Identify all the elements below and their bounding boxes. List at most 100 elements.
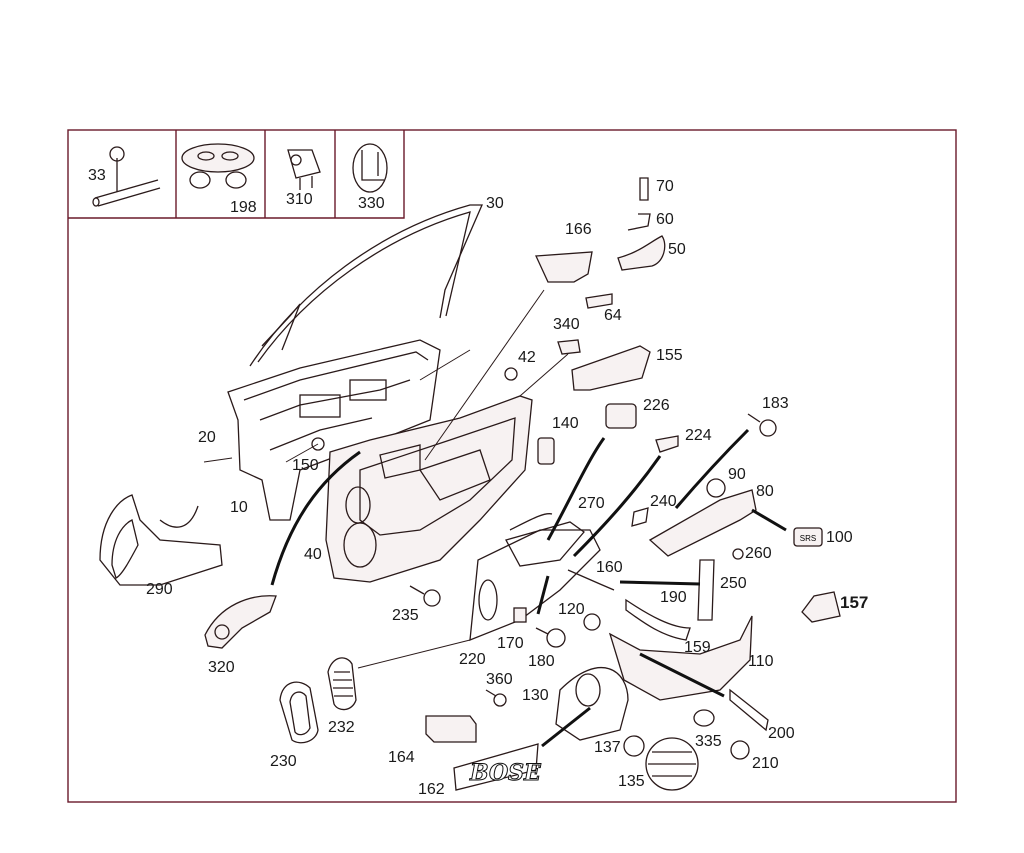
part-130-speaker-housing	[555, 667, 629, 741]
label-240: 240	[650, 493, 677, 510]
part-166-handle-cover	[535, 251, 593, 283]
part-10-door-shell	[227, 339, 441, 521]
label-100: 100	[826, 529, 853, 546]
part-190-panel	[625, 598, 691, 641]
label-42: 42	[518, 349, 536, 366]
label-120: 120	[558, 601, 585, 618]
part-360-screw	[485, 689, 507, 707]
label-80: 80	[756, 483, 774, 500]
part-140-plug	[537, 437, 555, 465]
part-70-60-50-door-handle	[617, 177, 666, 271]
inset-panel: 33 198 310 330	[68, 130, 405, 219]
part-310-bracket-icon	[287, 149, 321, 190]
label-30: 30	[486, 195, 504, 212]
part-33-rod-icon	[92, 146, 161, 207]
part-164-bracket	[425, 715, 477, 743]
part-335-clip	[693, 709, 715, 727]
label-335: 335	[695, 733, 722, 750]
part-162-bose-logo: BOSE	[453, 743, 543, 791]
part-155-pull-strip	[571, 345, 651, 391]
label-310: 310	[286, 191, 313, 208]
part-340-clip	[557, 339, 581, 355]
label-230: 230	[270, 753, 297, 770]
label-290: 290	[146, 581, 173, 598]
label-130: 130	[522, 687, 549, 704]
part-159-110-lower-trim	[608, 615, 753, 701]
part-180-screw	[535, 627, 566, 648]
label-64: 64	[604, 307, 622, 324]
label-270: 270	[578, 495, 605, 512]
label-33: 33	[88, 167, 106, 184]
label-220: 220	[459, 651, 486, 668]
part-230-tweeter-surround	[279, 681, 319, 744]
label-250: 250	[720, 575, 747, 592]
part-160-bracket	[567, 569, 615, 591]
label-155: 155	[656, 347, 683, 364]
label-60: 60	[656, 211, 674, 228]
assembly-arrows	[270, 428, 787, 748]
label-330: 330	[358, 195, 385, 212]
label-110: 110	[748, 653, 774, 670]
part-40-door-trim-panel	[325, 395, 533, 583]
label-198: 198	[230, 199, 257, 216]
part-220-armrest-frame	[469, 521, 601, 642]
part-120-grille	[583, 613, 601, 631]
part-170-clip	[513, 607, 527, 623]
part-250-260-cable	[697, 548, 744, 621]
part-137-grille	[623, 735, 645, 757]
label-90: 90	[728, 466, 746, 483]
label-70: 70	[656, 178, 674, 195]
label-232: 232	[328, 719, 355, 736]
label-157: 157	[840, 593, 868, 612]
label-20: 20	[198, 429, 216, 446]
part-100-srs-badge: SRS	[793, 527, 823, 547]
part-157-cap	[801, 591, 841, 623]
label-190: 190	[660, 589, 687, 606]
label-200: 200	[768, 725, 795, 742]
label-183: 183	[762, 395, 789, 412]
part-232-tweeter-grille	[327, 657, 357, 711]
label-140: 140	[552, 415, 579, 432]
part-240-clip	[631, 507, 649, 527]
part-135-speaker-grille	[645, 737, 699, 791]
label-160: 160	[596, 559, 623, 576]
label-210: 210	[752, 755, 779, 772]
label-224: 224	[685, 427, 712, 444]
label-135: 135	[618, 773, 645, 790]
label-320: 320	[208, 659, 235, 676]
part-226-cap	[605, 403, 637, 429]
part-224-clip	[655, 435, 679, 453]
label-162: 162	[418, 781, 445, 798]
label-226: 226	[643, 397, 670, 414]
label-159: 159	[684, 639, 711, 656]
bose-logo-text: BOSE	[469, 760, 542, 786]
label-260: 260	[745, 545, 772, 562]
label-137: 137	[594, 739, 621, 756]
part-183-screw	[747, 413, 777, 437]
part-235-screw	[409, 585, 441, 607]
label-360: 360	[486, 671, 513, 688]
label-340: 340	[553, 316, 580, 333]
part-64-clip	[585, 293, 613, 309]
label-164: 164	[388, 749, 415, 766]
label-170: 170	[497, 635, 524, 652]
part-330-retainer-icon	[352, 143, 388, 193]
part-200-logo	[729, 688, 769, 732]
label-235: 235	[392, 607, 419, 624]
label-10: 10	[230, 499, 248, 516]
part-210-grille	[730, 740, 750, 760]
label-40: 40	[304, 546, 322, 563]
part-270-strip	[509, 513, 553, 531]
part-30-window-seal	[249, 204, 483, 367]
srs-badge-text: SRS	[800, 534, 816, 543]
diagram-frame	[67, 129, 957, 803]
label-50: 50	[668, 241, 686, 258]
part-number-labels: 30 166 70 60 50 64 340 42 155 226 140 18…	[146, 178, 868, 798]
label-166: 166	[565, 221, 592, 238]
part-198-clip-icon	[181, 143, 255, 189]
part-80-armrest-trim	[648, 489, 757, 557]
part-290-inner-trim	[99, 494, 223, 586]
part-90-grille	[706, 478, 726, 498]
label-150: 150	[292, 457, 319, 474]
